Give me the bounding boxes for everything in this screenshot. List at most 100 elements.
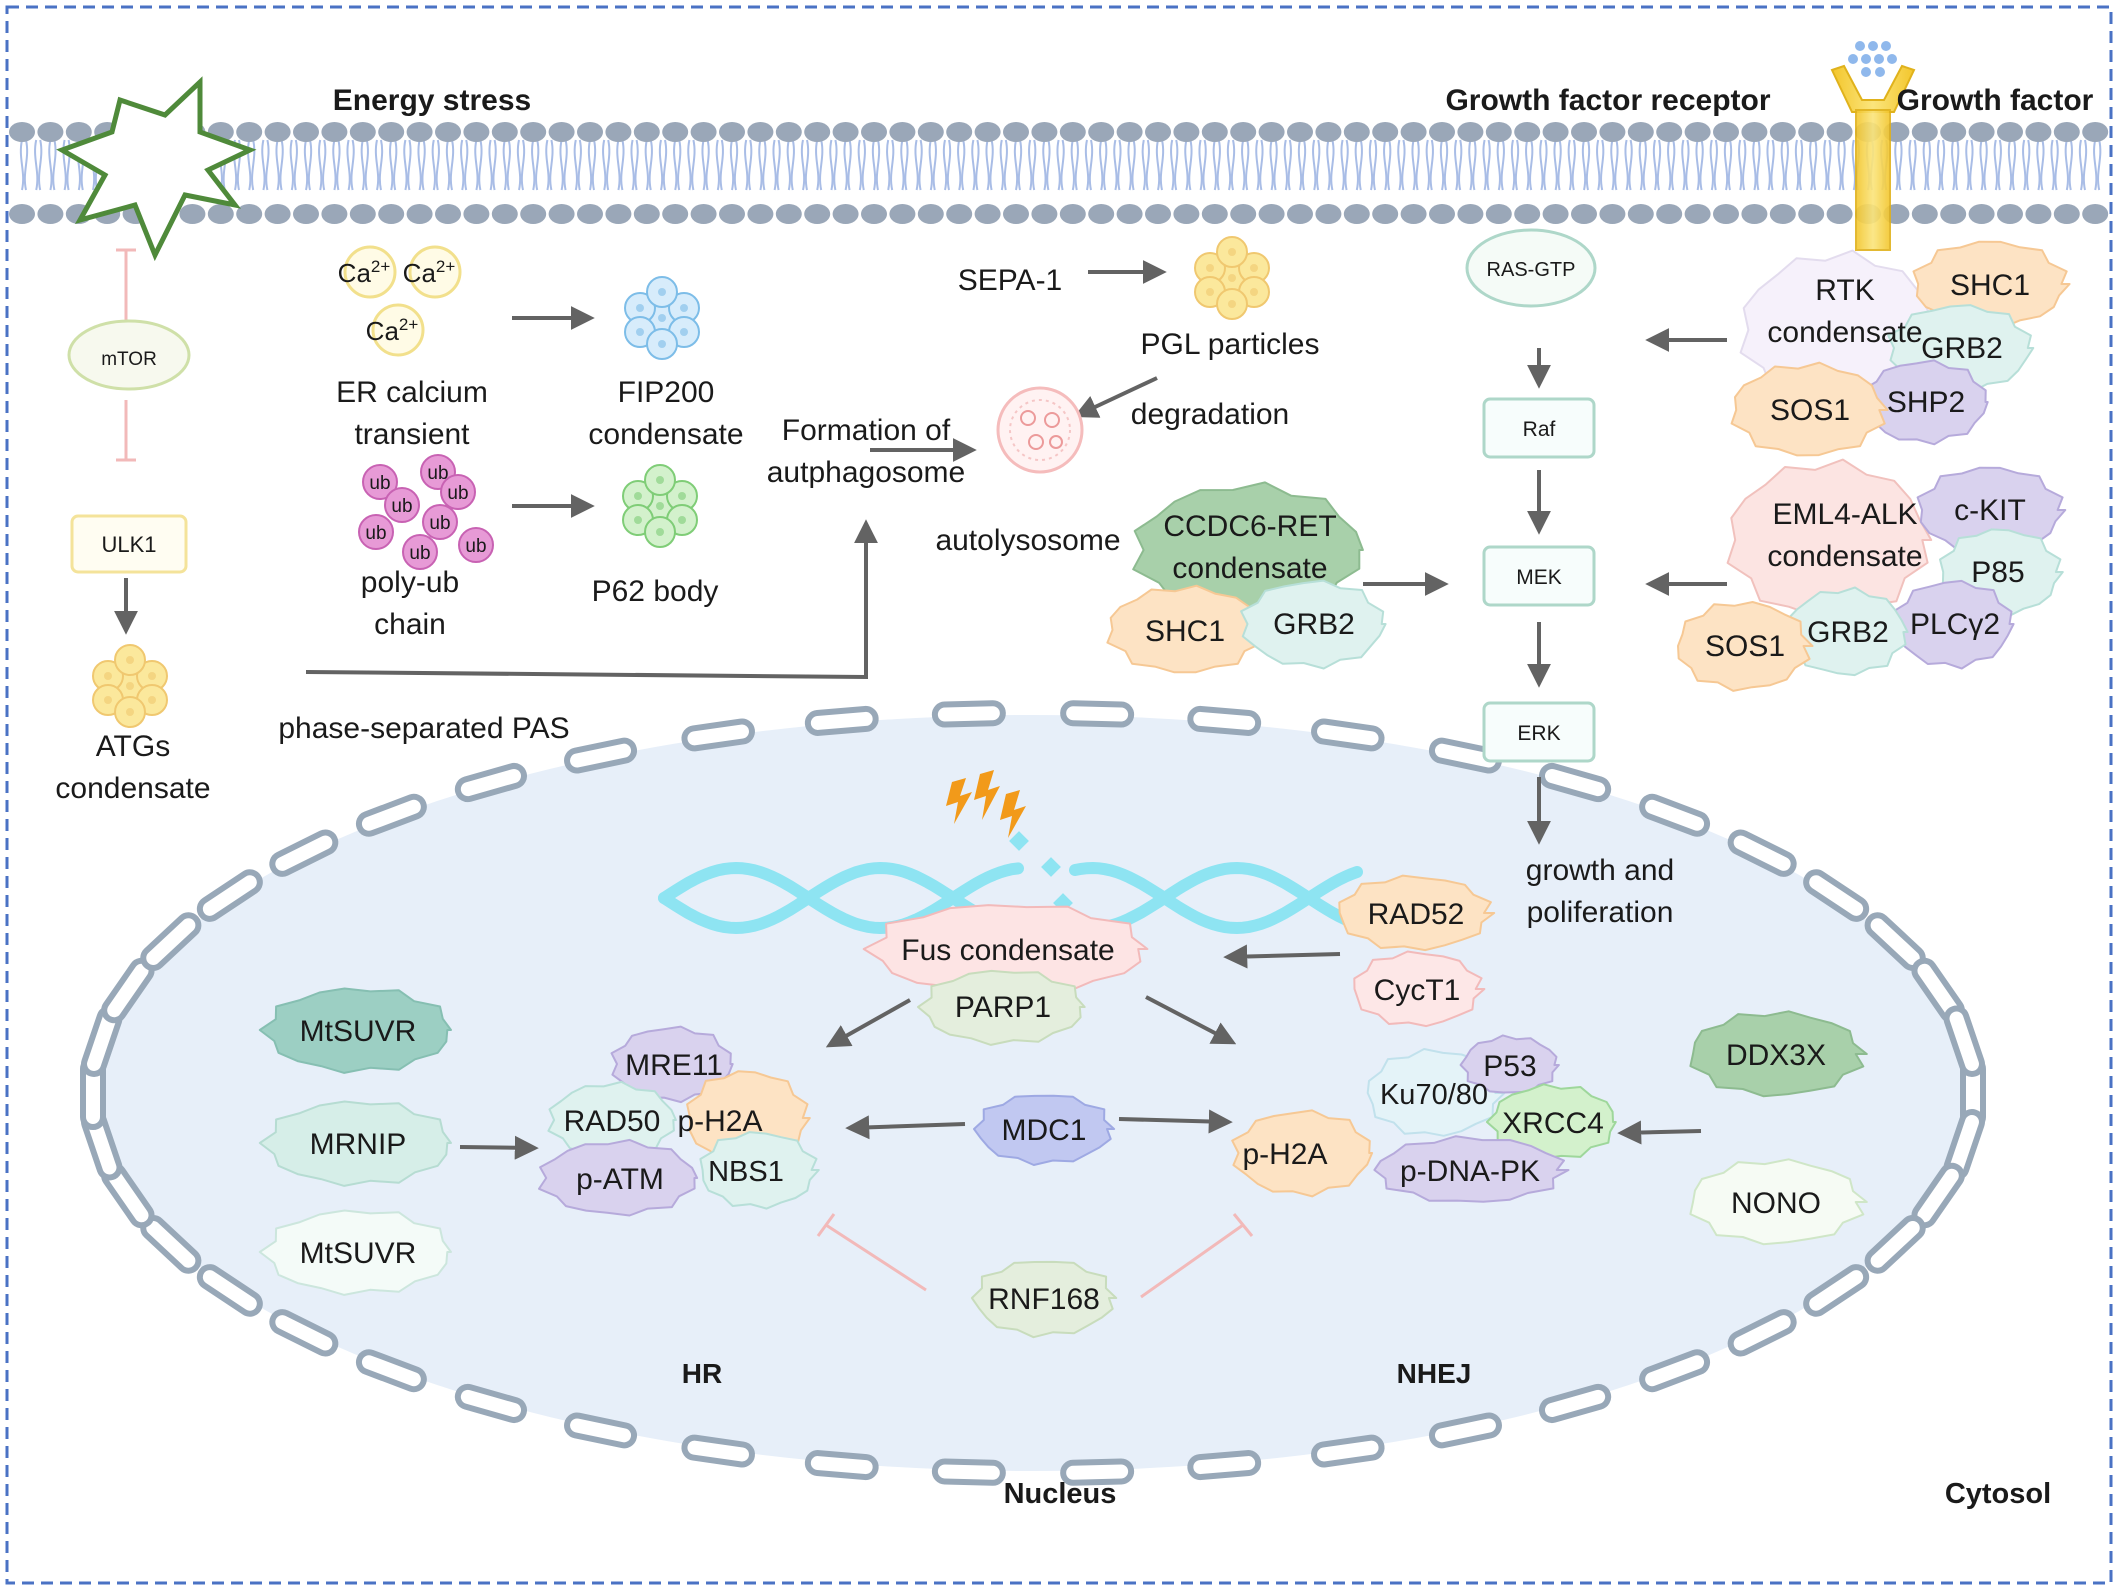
rad52: RAD52 <box>1368 898 1465 931</box>
inhibition-lines <box>116 248 1254 1299</box>
ub-label: ub <box>465 536 486 557</box>
sepa: SEPA-1 <box>958 264 1063 297</box>
p53: P53 <box>1483 1050 1536 1083</box>
grb2-label-ccdc: GRB2 <box>1273 608 1355 641</box>
pgl-cluster <box>1194 236 1270 320</box>
erk: ERK <box>1517 722 1560 745</box>
cytosol: Cytosol <box>1945 1478 2051 1510</box>
protein-blobs <box>258 240 2071 1339</box>
ulk1: ULK1 <box>101 532 156 557</box>
fus: Fus condensate <box>901 934 1114 967</box>
ub-label: ub <box>427 463 448 484</box>
degradation: degradation <box>1131 398 1289 431</box>
sos1-blob <box>1730 361 1889 457</box>
parp1-blob <box>917 969 1086 1046</box>
nuclear-envelope <box>80 700 1986 1486</box>
parp1: PARP1 <box>955 991 1051 1024</box>
ub-bead <box>362 464 398 500</box>
ub-label: ub <box>429 513 450 534</box>
atgs-cluster <box>92 644 168 728</box>
ph2a-label-hr: p-H2A <box>677 1105 762 1138</box>
ub-label: ub <box>447 483 468 504</box>
calcium-label: Ca2+ <box>338 257 391 288</box>
mre11: MRE11 <box>625 1049 723 1082</box>
hr: HR <box>682 1358 722 1389</box>
ph2a-nhej-blob <box>1231 1109 1374 1198</box>
mrnip: MRNIP <box>310 1128 407 1161</box>
calcium-ions <box>343 245 462 357</box>
mtsuvr-label-2: MtSUVR <box>300 1237 417 1270</box>
ub-label: ub <box>365 523 386 544</box>
pathway-arrows <box>114 260 1727 1160</box>
mtsuvr2-blob <box>258 1209 452 1296</box>
growth-factor-receptor: Growth factor receptor <box>1445 84 1770 117</box>
cell-membrane <box>9 122 2109 224</box>
mek: MEK <box>1516 566 1562 589</box>
pgl: PGL particles <box>1141 328 1320 361</box>
ub-bead <box>402 534 438 570</box>
raf: Raf <box>1523 418 1556 441</box>
shp2: SHP2 <box>1887 386 1965 419</box>
formation-line2: autphagosome <box>767 456 966 489</box>
ub-bead <box>358 514 394 550</box>
ub-bead <box>440 474 476 510</box>
grb2-label-eml: GRB2 <box>1807 616 1889 649</box>
energy-stress: Energy stress <box>333 84 531 117</box>
ub-bead <box>458 527 494 563</box>
pas: phase-separated PAS <box>278 712 569 745</box>
autolysosome: autolysosome <box>935 524 1120 557</box>
ras-gtp-node <box>1465 228 1597 308</box>
mtor-node <box>67 319 191 391</box>
ku: Ku70/80 <box>1380 1079 1488 1111</box>
mre11-blob <box>610 1025 734 1104</box>
nono-blob <box>1689 1158 1868 1246</box>
eml-line1: EML4-ALK <box>1772 498 1917 531</box>
nbs1-blob <box>699 1131 820 1210</box>
ddx3x: DDX3X <box>1726 1039 1826 1072</box>
ddx3x-blob <box>1689 1010 1868 1098</box>
atgs-line2: condensate <box>55 772 210 805</box>
rnf168-blob <box>970 1260 1118 1339</box>
growth-factor-receptor <box>1830 41 1916 251</box>
autolysosome-icon <box>996 386 1084 474</box>
calcium-label: Ca2+ <box>366 315 419 346</box>
pdnapk: p-DNA-PK <box>1400 1155 1540 1188</box>
shc1-label-ccdc: SHC1 <box>1145 615 1225 648</box>
p62: P62 body <box>592 575 719 608</box>
cyct1-blob <box>1353 950 1486 1028</box>
nucleus: Nucleus <box>1004 1478 1117 1510</box>
fip200-cluster <box>624 276 700 360</box>
patm: p-ATM <box>576 1163 664 1196</box>
mtsuvr-label-1: MtSUVR <box>300 1015 417 1048</box>
nhej: NHEJ <box>1397 1358 1472 1389</box>
calcium-label: Ca2+ <box>403 257 456 288</box>
mrnip-blob <box>258 1100 452 1187</box>
ckit: c-KIT <box>1954 494 2026 527</box>
diagram-frame <box>5 5 2113 1585</box>
sos1-label-eml: SOS1 <box>1705 630 1785 663</box>
fip-line1: FIP200 <box>618 376 715 409</box>
fip-line2: condensate <box>588 418 743 451</box>
mdc1: MDC1 <box>1001 1114 1086 1147</box>
raf-box <box>1482 397 1596 459</box>
eml-line2: condensate <box>1767 540 1922 573</box>
ph2a-label-nhej: p-H2A <box>1242 1138 1327 1171</box>
condensate-clusters <box>92 236 1270 728</box>
nbs1: NBS1 <box>708 1156 784 1188</box>
formation-line1: Formation of <box>782 414 951 447</box>
energy-stress-star <box>56 76 257 262</box>
ccdc-line1: CCDC6-RET <box>1163 510 1336 543</box>
kinase-boxes <box>1482 397 1596 763</box>
growth-factor: Growth factor <box>1897 84 2094 117</box>
patm-blob <box>538 1138 699 1217</box>
sos1-label: SOS1 <box>1770 394 1850 427</box>
rtk-line1: RTK <box>1815 274 1874 307</box>
ub-label: ub <box>409 543 430 564</box>
er-line2: transient <box>354 418 470 451</box>
xrcc4: XRCC4 <box>1502 1107 1604 1140</box>
p62-cluster <box>622 464 698 548</box>
growth-line1: growth and <box>1526 854 1674 887</box>
erk-box <box>1482 701 1596 763</box>
